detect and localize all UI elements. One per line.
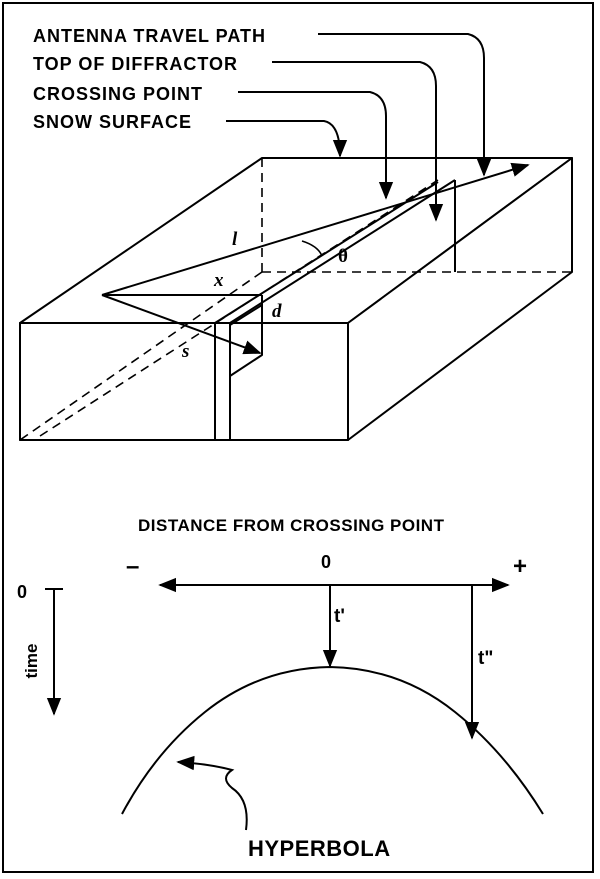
time-axis-label: time	[22, 644, 41, 679]
axis-plus-label: +	[513, 553, 527, 580]
trench-edge-right	[229, 179, 456, 324]
callout-top-of-diffractor: TOP OF DIFFRACTOR	[33, 54, 238, 74]
label-x: x	[213, 270, 224, 291]
snow-block	[19, 157, 573, 441]
axis-zero-label: 0	[321, 552, 331, 572]
time-zero-label: 0	[17, 582, 27, 602]
callout-crossing-point: CROSSING POINT	[33, 84, 203, 104]
hidden-edges	[19, 158, 572, 441]
leader-antenna-travel-path	[318, 33, 492, 177]
hyperbola-label: HYPERBOLA	[248, 836, 391, 861]
label-s: s	[181, 341, 189, 362]
t-double-prime-label: t"	[478, 648, 493, 669]
trench-edge-left	[214, 181, 439, 324]
hyperbola-curve	[121, 665, 544, 815]
crossing-line	[39, 179, 439, 437]
t-prime-label: t'	[334, 606, 345, 627]
callout-antenna-travel-path: ANTENNA TRAVEL PATH	[33, 26, 266, 46]
callout-snow-surface: SNOW SURFACE	[33, 112, 192, 132]
s-path-arrow	[101, 294, 262, 355]
leader-top-of-diffractor	[272, 61, 444, 222]
axis-title: DISTANCE FROM CROSSING POINT	[138, 516, 445, 535]
block-right-face	[347, 157, 573, 441]
leader-snow-surface	[226, 120, 348, 158]
hyperbola-leader	[176, 755, 248, 831]
antenna-travel-path	[101, 162, 530, 296]
label-theta: θ	[338, 246, 348, 267]
theta-arc	[301, 240, 323, 257]
axis-minus-label: –	[126, 553, 139, 580]
leader-crossing-point	[238, 91, 394, 200]
label-l: l	[232, 229, 238, 250]
label-d: d	[272, 301, 282, 322]
